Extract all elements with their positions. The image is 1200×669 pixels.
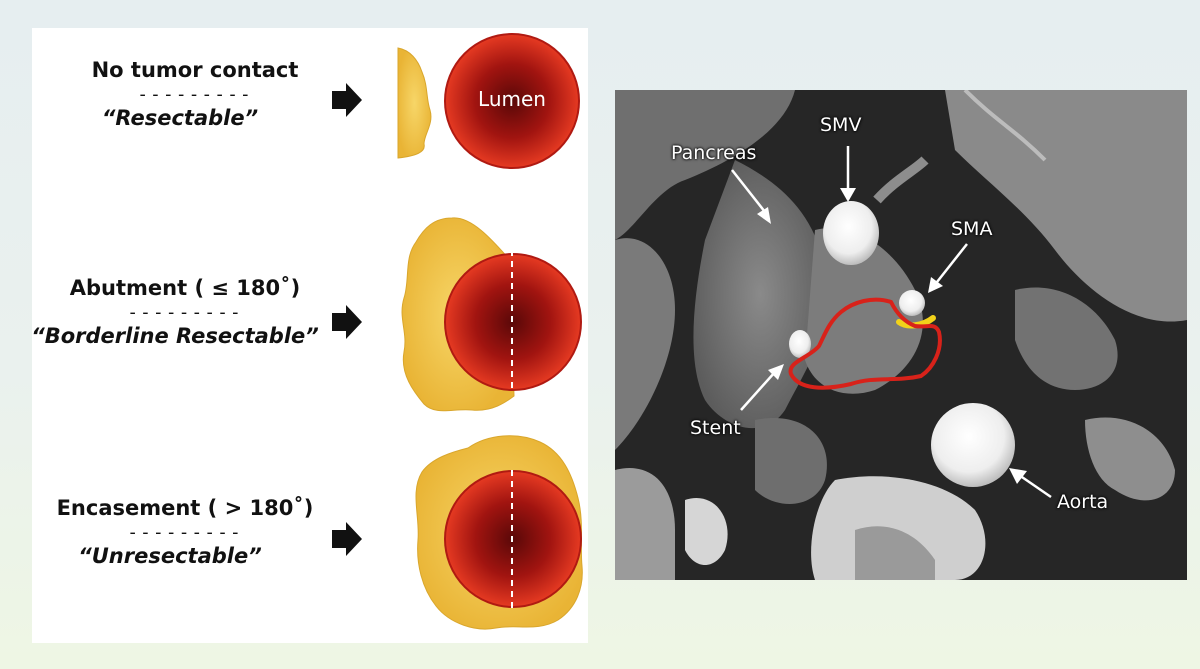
row-encasement: Encasement ( > 180˚) --------- “Unresect…: [42, 496, 328, 568]
row-title: Encasement ( > 180˚): [56, 496, 314, 520]
arrow-right-icon: [332, 522, 362, 556]
row-dashes: ---------: [137, 84, 253, 105]
smv-label: SMV: [820, 114, 862, 136]
row-title: Abutment ( ≤ 180˚): [69, 276, 301, 300]
vessel-lumen: [444, 33, 580, 169]
ct-scan-image: SMV Pancreas SMA Stent Aorta: [615, 90, 1187, 580]
row-category-label: “Borderline Resectable”: [31, 324, 319, 348]
diagram-graphics: Lumen: [332, 33, 583, 630]
stent-label: Stent: [690, 417, 741, 439]
row-dashes: ---------: [127, 302, 243, 323]
lumen-label: Lumen: [478, 87, 546, 111]
tumor-outline: [788, 297, 942, 390]
row-category-label: “Resectable”: [101, 106, 259, 130]
row-category-label: “Unresectable”: [78, 544, 262, 568]
arrow-right-icon: [332, 83, 362, 117]
sma-label: SMA: [951, 218, 993, 240]
diagram-panel: No tumor contact --------- “Resectable” …: [31, 28, 588, 643]
annotation-arrows: [731, 146, 1052, 499]
arrow-right-icon: [332, 305, 362, 339]
row-no-contact: No tumor contact --------- “Resectable”: [62, 58, 328, 130]
ct-scan-graphics: [615, 90, 1187, 580]
row-abutment: Abutment ( ≤ 180˚) --------- “Borderline…: [31, 276, 328, 348]
pancreas-label: Pancreas: [671, 142, 757, 164]
aorta-label: Aorta: [1057, 491, 1109, 513]
row-dashes: ---------: [127, 522, 243, 543]
tumor-shape: [397, 47, 432, 159]
row-title: No tumor contact: [91, 58, 299, 82]
